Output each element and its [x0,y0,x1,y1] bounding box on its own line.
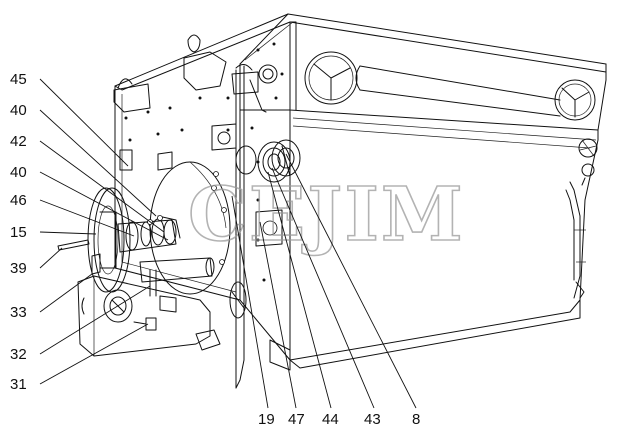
lifting-eyes [113,34,267,113]
watermark: CEJIM [188,172,465,258]
callout-39: 39 [10,260,27,277]
callout-40-lower: 40 [10,164,27,181]
callout-45: 45 [10,71,27,88]
lower-bracket [77,257,221,357]
callout-15: 15 [10,224,27,241]
top-cover-circles [304,51,598,186]
callout-42: 42 [10,133,27,150]
callout-33: 33 [10,304,27,321]
side-rail [565,181,586,299]
callout-19: 19 [258,411,275,428]
leader-lines [39,78,417,409]
lower-rod [229,281,247,319]
callout-31: 31 [10,376,27,393]
callout-46: 46 [10,192,27,209]
callout-32: 32 [10,346,27,363]
callout-43: 43 [364,411,381,428]
callout-44: 44 [322,411,339,428]
callout-numbers: 45 40 42 40 46 15 39 33 32 31 19 47 44 4… [10,71,420,428]
callout-8: 8 [412,411,420,428]
callout-47: 47 [288,411,305,428]
upper-ports [119,64,278,171]
front-plate-holes [124,42,284,282]
callout-40-upper: 40 [10,102,27,119]
handwheel-assembly [57,187,181,293]
side-flange-assembly [235,139,301,371]
